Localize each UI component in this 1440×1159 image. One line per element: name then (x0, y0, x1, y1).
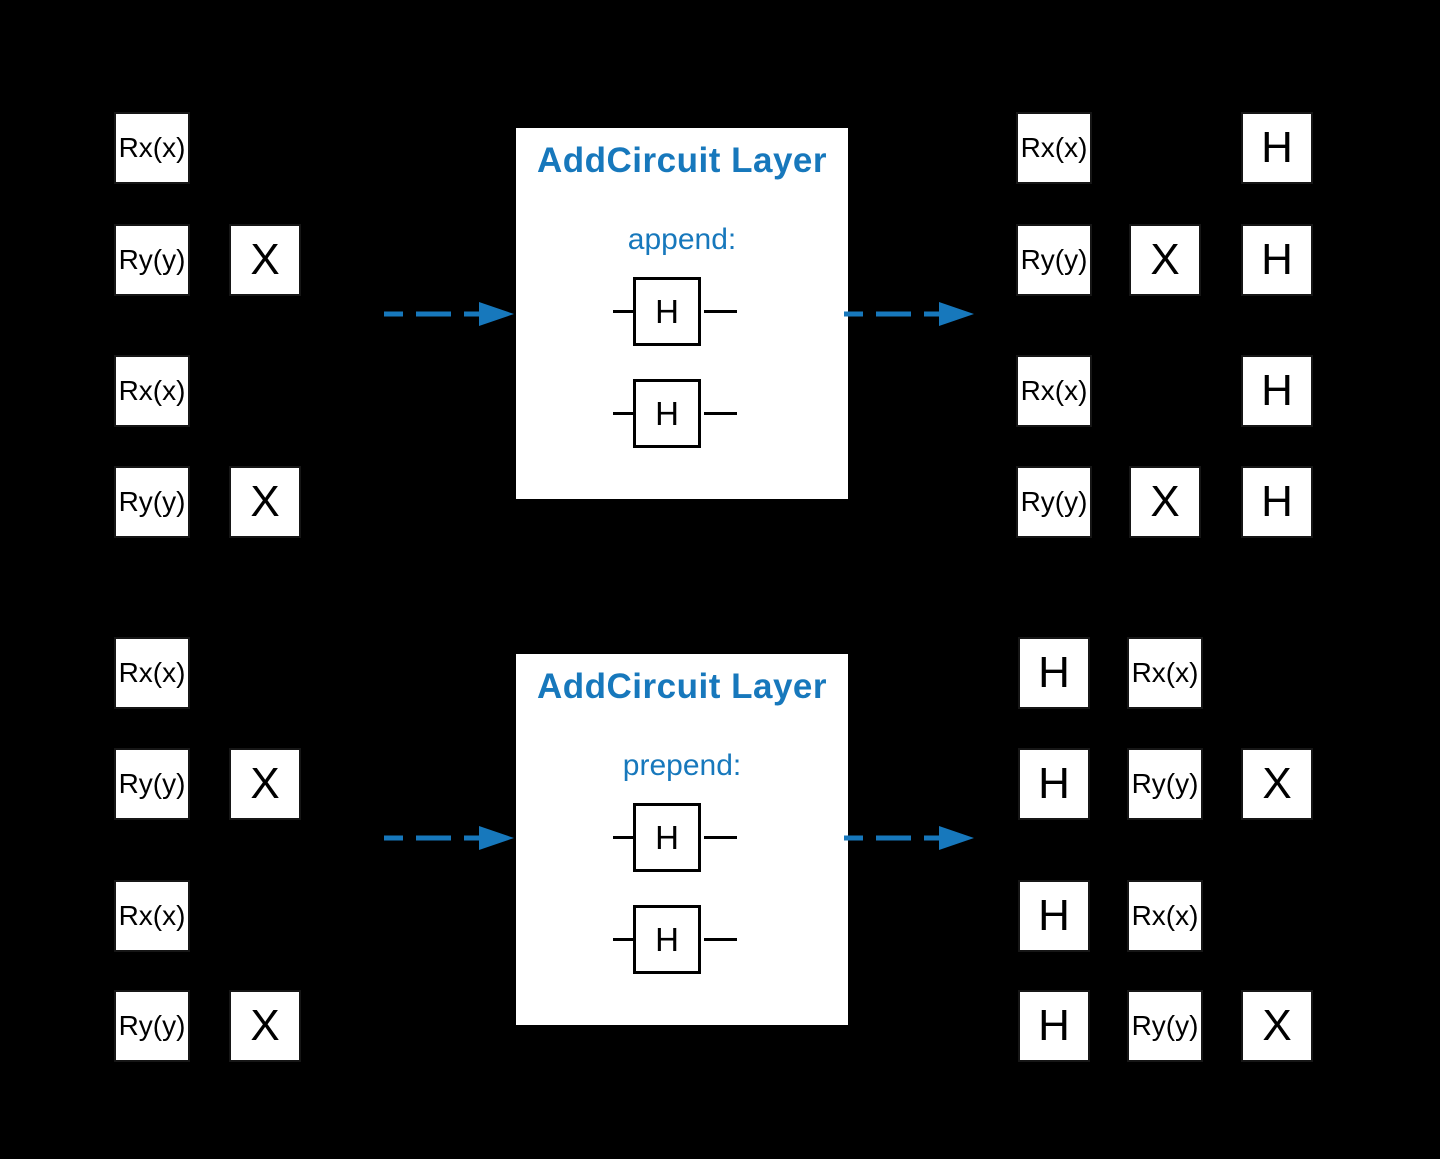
panel-title: AddCircuit Layer (537, 667, 827, 706)
gate-rxx: Rx(x) (1016, 112, 1092, 184)
gate-rxx: Rx(x) (114, 637, 190, 709)
gate-h: H (1241, 355, 1313, 427)
qubit-wire (613, 310, 633, 313)
gate-rxx: Rx(x) (1127, 637, 1203, 709)
gate-h: H (1018, 748, 1090, 820)
h-gate: H (633, 277, 701, 346)
gate-h: H (1018, 637, 1090, 709)
qubit-wire (704, 836, 737, 839)
gate-h: H (1241, 224, 1313, 296)
gate-h: H (1018, 880, 1090, 952)
dashed-arrow-right-icon (844, 826, 974, 850)
gate-rxx: Rx(x) (114, 880, 190, 952)
gate-x: X (229, 224, 301, 296)
dashed-arrow-right-icon (384, 302, 514, 326)
panel-mode-label: prepend: (622, 749, 742, 782)
dashed-arrow-right-icon (844, 302, 974, 326)
gate-ryy: Ry(y) (114, 748, 190, 820)
gate-x: X (1129, 224, 1201, 296)
h-gate: H (633, 379, 701, 448)
gate-x: X (1129, 466, 1201, 538)
dashed-arrow-right-icon (384, 826, 514, 850)
h-gate: H (633, 803, 701, 872)
gate-x: X (1241, 990, 1313, 1062)
qubit-wire (613, 938, 633, 941)
gate-ryy: Ry(y) (1016, 224, 1092, 296)
qubit-wire (704, 310, 737, 313)
gate-x: X (229, 990, 301, 1062)
qubit-wire (613, 412, 633, 415)
panel-title: AddCircuit Layer (537, 141, 827, 180)
addcircuit-panel-append: AddCircuit Layer append: H H (516, 128, 848, 499)
qubit-wire (704, 938, 737, 941)
gate-h: H (1241, 466, 1313, 538)
qubit-wire (704, 412, 737, 415)
gate-x: X (229, 748, 301, 820)
gate-ryy: Ry(y) (114, 224, 190, 296)
panel-mode-label: append: (627, 223, 737, 256)
gate-ryy: Ry(y) (1016, 466, 1092, 538)
gate-rxx: Rx(x) (114, 112, 190, 184)
gate-x: X (229, 466, 301, 538)
qubit-wire (613, 836, 633, 839)
addcircuit-panel-prepend: AddCircuit Layer prepend: H H (516, 654, 848, 1025)
gate-rxx: Rx(x) (114, 355, 190, 427)
gate-rxx: Rx(x) (1016, 355, 1092, 427)
gate-x: X (1241, 748, 1313, 820)
gate-rxx: Rx(x) (1127, 880, 1203, 952)
gate-h: H (1241, 112, 1313, 184)
gate-h: H (1018, 990, 1090, 1062)
gate-ryy: Ry(y) (114, 990, 190, 1062)
gate-ryy: Ry(y) (114, 466, 190, 538)
gate-ryy: Ry(y) (1127, 990, 1203, 1062)
gate-ryy: Ry(y) (1127, 748, 1203, 820)
h-gate: H (633, 905, 701, 974)
